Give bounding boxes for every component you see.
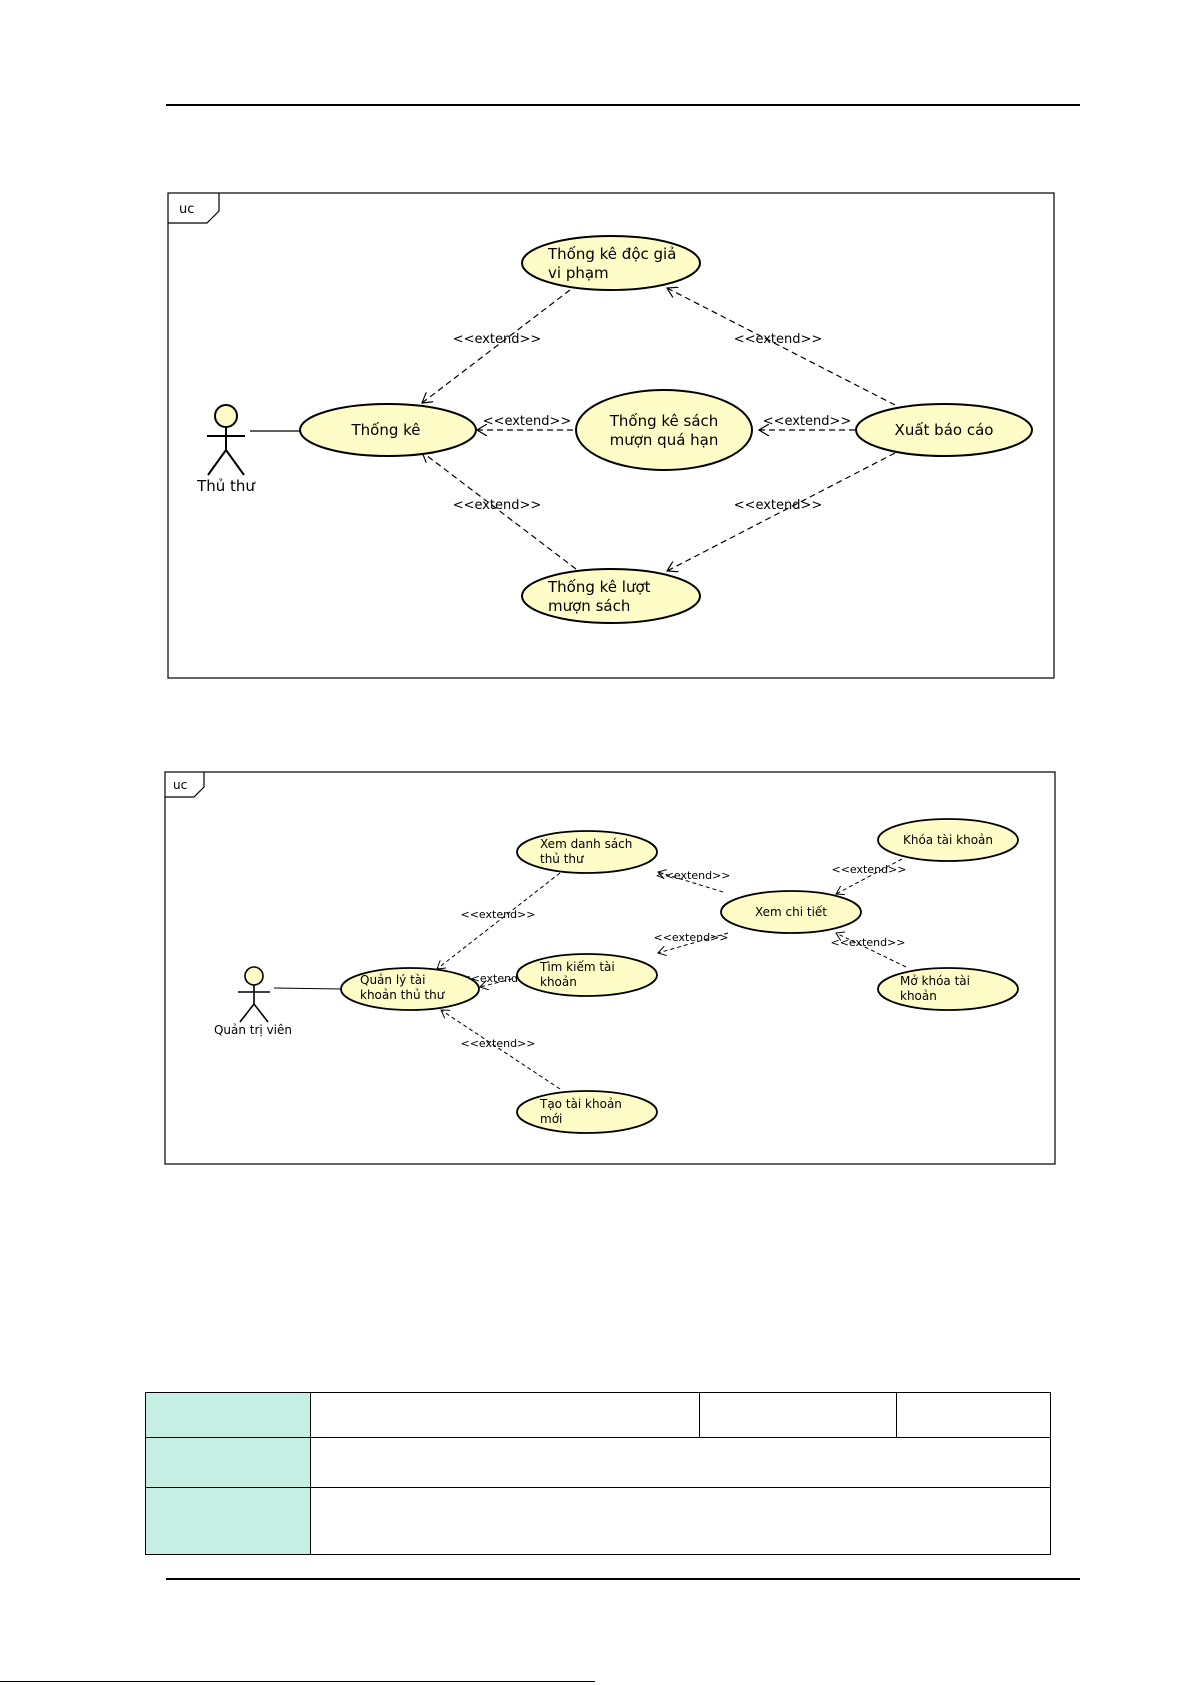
extend-label: <<extend>>	[832, 863, 907, 876]
frame-label: uc	[173, 778, 187, 792]
extend-line-report-borrows	[667, 452, 896, 571]
svg-text:Xem chi tiết: Xem chi tiết	[755, 905, 827, 919]
footer-rule	[166, 1578, 1080, 1580]
table-row	[145, 1437, 1051, 1488]
svg-text:khoản: khoản	[900, 989, 937, 1003]
frame-label: uc	[179, 202, 194, 217]
use-case-view-librarian-list: Xem danh sách thủ thư	[516, 830, 658, 874]
table-cell	[699, 1392, 897, 1438]
use-case-borrow-count: Thống kê lượt mượn sách	[521, 568, 701, 624]
extend-line-detail-search	[658, 932, 729, 953]
use-case-create-account: Tạo tài khoản mới	[516, 1090, 658, 1134]
svg-text:Khóa tài khoản: Khóa tài khoản	[903, 833, 993, 847]
extend-line-unlock	[836, 933, 907, 968]
actor-librarian	[207, 404, 245, 476]
table-cell	[310, 1487, 1051, 1555]
svg-text:Tìm kiếm tài: Tìm kiếm tài	[539, 960, 615, 974]
extend-label: <<extend>>	[483, 414, 572, 429]
svg-text:Xem danh sách: Xem danh sách	[540, 837, 632, 851]
use-case-spec-table	[145, 1392, 1051, 1555]
extend-label: <<extend>>	[734, 332, 823, 347]
actor-admin	[238, 966, 270, 1023]
use-case-export-report: Xuất báo cáo	[855, 403, 1033, 457]
extend-label: <<extend>>	[656, 869, 731, 882]
extend-label: <<extend>>	[763, 414, 852, 429]
extend-line-list	[437, 872, 561, 969]
svg-text:Thống kê: Thống kê	[350, 421, 420, 439]
header-rule	[166, 104, 1080, 106]
use-case-reader-violations: Thống kê độc giả vi phạm	[521, 235, 701, 291]
footnote-rule	[0, 1681, 595, 1682]
extend-line-lock	[836, 858, 903, 894]
table-header-cell	[145, 1392, 311, 1438]
use-case-overdue-books: Thống kê sách mượn quá hạn	[575, 389, 753, 471]
extend-line-violations	[422, 289, 571, 403]
use-case-manage-librarian-accounts: Quản lý tài khoản thủ thư	[340, 967, 480, 1011]
use-case-unlock-account: Mở khóa tài khoản	[877, 967, 1019, 1011]
extend-label: <<extend>>	[453, 498, 542, 513]
use-case-lock-account: Khóa tài khoản	[877, 818, 1019, 862]
svg-text:Mở khóa tài: Mở khóa tài	[900, 974, 970, 988]
use-case-diagram-statistics: uc Thủ thư <<extend>> <<extend>> <<exten…	[167, 192, 1055, 679]
table-row	[145, 1392, 1051, 1438]
actor-label: Quản trị viên	[214, 1023, 292, 1037]
svg-text:mượn quá hạn: mượn quá hạn	[610, 431, 719, 449]
extend-label: <<extend>>	[654, 931, 729, 944]
actor-label: Thủ thư	[196, 477, 256, 495]
extend-line-borrows	[422, 452, 577, 570]
table-header-cell	[145, 1437, 311, 1488]
extend-label: <<extend>>	[831, 936, 906, 949]
table-row	[145, 1487, 1051, 1555]
svg-text:vi phạm: vi phạm	[548, 264, 609, 282]
diagram-frame	[167, 192, 1055, 679]
extend-label: <<extend>>	[453, 332, 542, 347]
use-case-statistics: Thống kê	[299, 403, 477, 457]
extend-label: <<extend>>	[461, 1037, 536, 1050]
diagram-frame	[164, 771, 1056, 1165]
svg-text:thủ thư: thủ thư	[540, 852, 585, 866]
svg-text:Tạo tài khoản: Tạo tài khoản	[539, 1097, 622, 1111]
table-cell	[310, 1437, 1051, 1488]
svg-text:Xuất báo cáo: Xuất báo cáo	[895, 421, 994, 439]
extend-line-report-violations	[667, 288, 896, 406]
svg-text:mượn sách: mượn sách	[548, 597, 630, 615]
use-case-view-detail: Xem chi tiết	[720, 890, 862, 934]
extend-label: <<extend>>	[461, 908, 536, 921]
extend-line-detail-list	[658, 872, 724, 893]
svg-text:mới: mới	[540, 1112, 562, 1126]
svg-text:Thống kê sách: Thống kê sách	[609, 412, 719, 430]
association-line	[273, 987, 342, 990]
use-case-diagram-account-management: uc Quản trị viên <<extend>> <<extend>> <…	[164, 771, 1056, 1165]
svg-text:Quản lý tài: Quản lý tài	[360, 973, 425, 987]
table-cell	[310, 1392, 700, 1438]
frame-tab	[165, 772, 205, 798]
svg-text:Thống kê lượt: Thống kê lượt	[547, 578, 651, 596]
table-header-cell	[145, 1487, 311, 1555]
table-cell	[896, 1392, 1051, 1438]
svg-text:khoản thủ thư: khoản thủ thư	[360, 988, 446, 1002]
use-case-search-account: Tìm kiếm tài khoản	[516, 953, 658, 997]
frame-tab	[168, 193, 220, 224]
extend-label: <<extend>>	[734, 498, 823, 513]
extend-line-create	[441, 1010, 561, 1090]
svg-text:Thống kê độc giả: Thống kê độc giả	[547, 245, 676, 263]
svg-text:khoản: khoản	[540, 975, 577, 989]
